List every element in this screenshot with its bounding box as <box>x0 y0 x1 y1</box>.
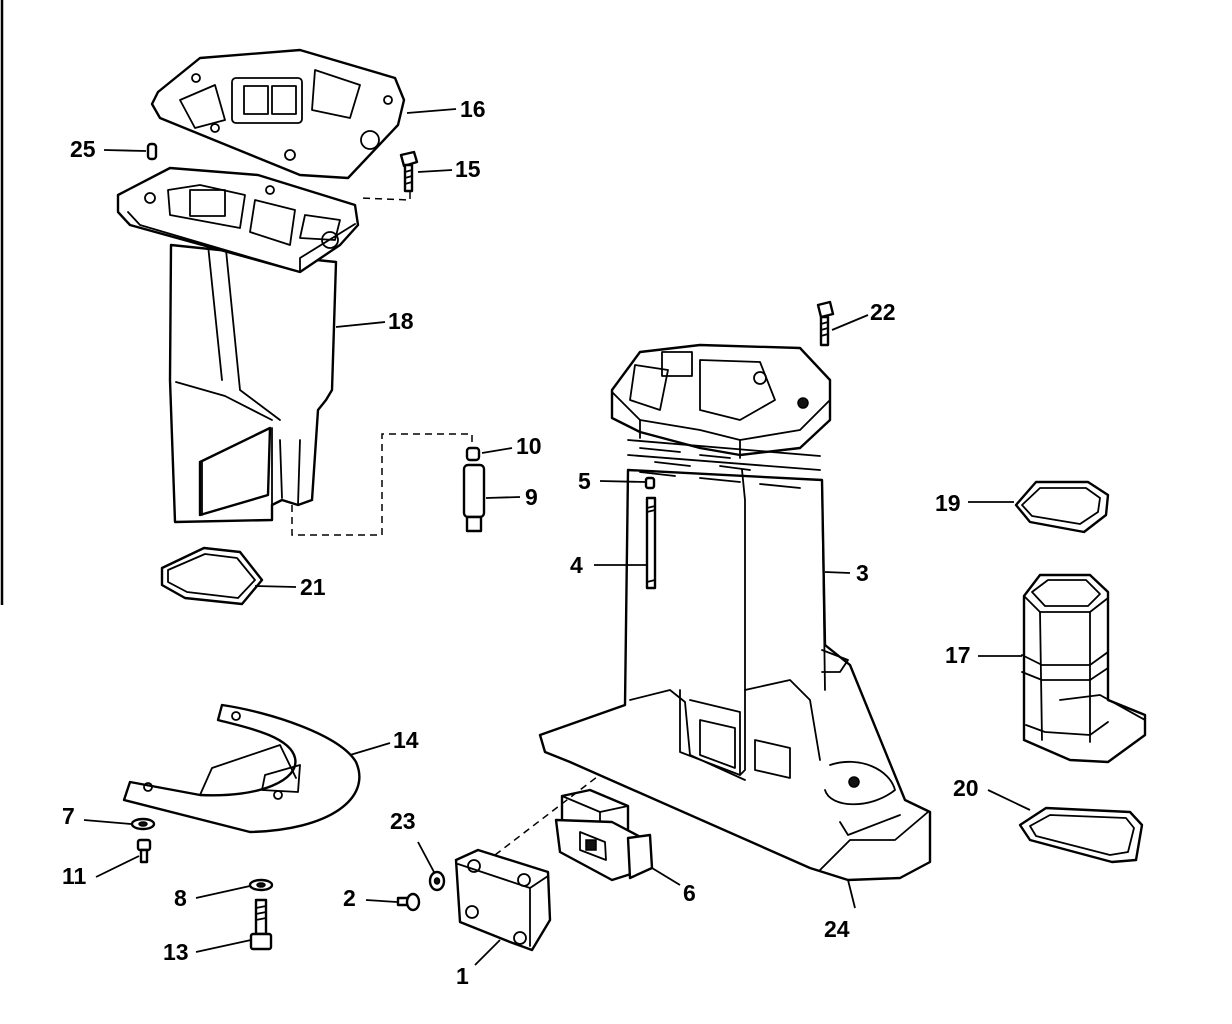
callout-25: 25 <box>70 136 96 162</box>
part-6-mount <box>554 788 654 882</box>
callout-23: 23 <box>390 808 416 834</box>
part-10-plug <box>465 446 481 462</box>
part-9-tube <box>462 463 486 533</box>
callout-18: 18 <box>388 308 414 334</box>
callout-14: 14 <box>393 727 419 753</box>
callout-6: 6 <box>683 880 696 906</box>
part-15-screw <box>399 150 419 193</box>
callout-19: 19 <box>935 490 961 516</box>
callout-5: 5 <box>578 468 591 494</box>
part-1-cover-plate <box>454 848 552 952</box>
part-3-driveshaft-housing <box>538 343 932 882</box>
part-18-exhaust-housing <box>116 166 360 524</box>
callout-11: 11 <box>62 863 87 889</box>
part-19-seal <box>1014 480 1110 534</box>
callout-17: 17 <box>945 642 971 668</box>
part-4-stud <box>645 496 657 590</box>
callout-2: 2 <box>343 885 356 911</box>
part-16-gasket <box>150 48 406 180</box>
callout-22: 22 <box>870 299 896 325</box>
part-14-plate <box>122 703 361 834</box>
callout-13: 13 <box>163 939 189 965</box>
callout-labels: 25 16 15 18 22 10 5 9 19 4 3 21 17 14 20… <box>62 96 979 989</box>
callout-9: 9 <box>525 484 538 510</box>
callout-7: 7 <box>62 803 75 829</box>
part-5-pin <box>644 476 656 490</box>
callout-1: 1 <box>456 963 469 989</box>
callout-16: 16 <box>460 96 486 122</box>
part-17-exhaust-tube <box>1021 573 1147 764</box>
part-7-washer <box>130 817 156 831</box>
callout-3: 3 <box>856 560 869 586</box>
part-2-screw <box>396 892 421 912</box>
leader-lines <box>83 108 1031 966</box>
callout-15: 15 <box>455 156 481 182</box>
part-22-screw <box>816 300 835 347</box>
callout-20: 20 <box>953 775 979 801</box>
callout-21: 21 <box>300 574 326 600</box>
callout-8: 8 <box>174 885 187 911</box>
part-11-screw <box>136 838 152 864</box>
callout-24: 24 <box>824 916 850 942</box>
callout-10: 10 <box>516 433 542 459</box>
part-21-seal <box>160 546 264 606</box>
part-23-washer <box>428 870 446 892</box>
callout-4: 4 <box>570 552 583 578</box>
part-13-bolt <box>249 898 273 951</box>
part-8-washer <box>248 878 274 892</box>
part-25-dowel-pin <box>146 142 158 161</box>
part-20-seal <box>1018 806 1144 864</box>
